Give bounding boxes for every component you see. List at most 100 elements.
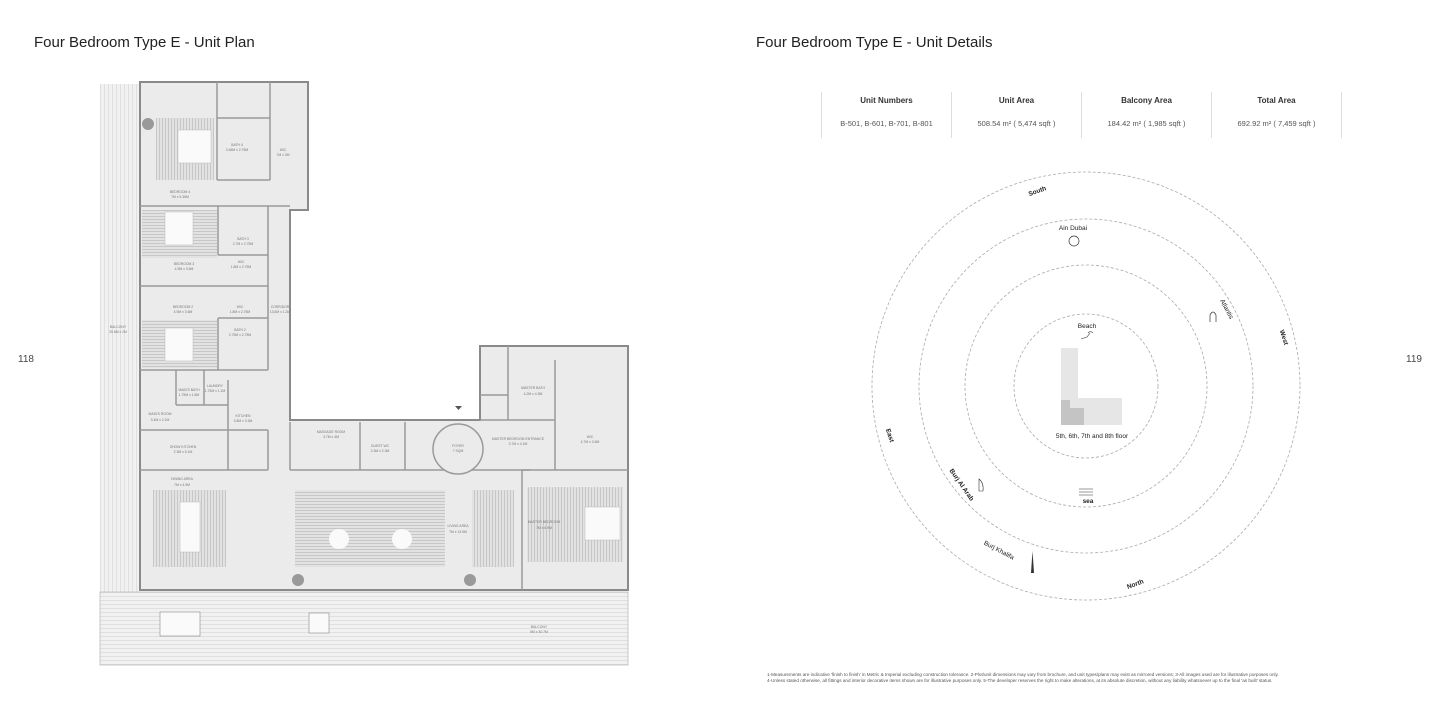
- header-balcony-area: Balcony Area: [1081, 92, 1212, 108]
- room-dims: 4.7M x 3.6M: [581, 440, 600, 444]
- room-dims: 1.75M x 1.1M: [205, 389, 226, 393]
- building-footprint: [1061, 348, 1122, 425]
- room-label: BALCONY: [110, 325, 127, 329]
- outdoor-dining-icon: [159, 611, 201, 637]
- landmark-sea: sea: [1083, 498, 1094, 505]
- room-label: MAID'S BATH: [178, 388, 200, 392]
- room-label: MAID'S ROOM: [149, 412, 172, 416]
- planter-icon: [464, 574, 476, 586]
- interior-walls: [140, 82, 628, 590]
- room-label: BEDROOM 2: [173, 305, 193, 309]
- room-label: MASTER BATH: [521, 386, 545, 390]
- floor-plan: BEDROOM 47M x 5.36M BATH 43.46M x 2.75M …: [99, 81, 629, 666]
- room-dims: 3.8M x 3.3M: [234, 419, 253, 423]
- room-dims: 5M x 30.7M: [530, 630, 548, 634]
- room-label: BEDROOM 4: [170, 190, 190, 194]
- room-label: GUEST WC: [371, 444, 390, 448]
- ring-outer: [871, 171, 1301, 601]
- beach-umbrella-icon: [1080, 331, 1094, 340]
- value-total-area: 692.92 m² ( 7,459 sqft ): [1211, 108, 1342, 138]
- room-dims: 3.4M x 2.1M: [151, 418, 170, 422]
- ring-2: [918, 218, 1254, 554]
- value-unit-numbers: B-501, B-601, B-701, B-801: [821, 108, 952, 138]
- room-dims: 7M x 2M: [277, 153, 290, 157]
- room-dims: 7M x 14.9M: [449, 530, 467, 534]
- burj-khalifa-icon: [1031, 551, 1034, 573]
- bed-icon: [177, 129, 212, 164]
- foyer-rotunda: [432, 423, 484, 475]
- room-labels: BEDROOM 47M x 5.36M BATH 43.46M x 2.75M …: [109, 143, 599, 634]
- room-dims: 7M x 5.36M: [171, 195, 189, 199]
- room-label: LIVING AREA: [447, 524, 469, 528]
- room-dims: 2.3M x 5.1M: [174, 450, 193, 454]
- direction-west: West: [1278, 329, 1290, 347]
- room-label: FOYER: [452, 444, 464, 448]
- floor-label: 5th, 6th, 7th and 8th floor: [1056, 433, 1129, 440]
- header-total-area: Total Area: [1211, 92, 1342, 108]
- waves-icon: [1079, 488, 1093, 496]
- unit-highlight: [1061, 400, 1084, 425]
- room-dims: 3.7M x 4.1M: [509, 442, 528, 446]
- page-number-left: 118: [18, 354, 34, 365]
- room-dims: 3.46M x 2.75M: [226, 148, 249, 152]
- room-dims: 13.6M x 1.2M: [270, 310, 291, 314]
- footnote-line-1: 1-Measurements are indicative 'finish to…: [767, 672, 1279, 677]
- direction-north: North: [1126, 578, 1145, 591]
- ferris-wheel-icon: [1068, 235, 1080, 247]
- entrance-marker-icon: [455, 406, 462, 410]
- room-dims: 3.7M x 4M: [323, 435, 339, 439]
- plan-title: Four Bedroom Type E - Unit Plan: [34, 34, 255, 51]
- bed-icon: [164, 211, 194, 246]
- room-label: CORRIDOR: [271, 305, 290, 309]
- details-title: Four Bedroom Type E - Unit Details: [756, 34, 993, 51]
- coffee-table-icon: [392, 529, 412, 549]
- room-dims: 4.9M x 3.6M: [174, 310, 193, 314]
- room-dims: 1.8M x 2.75M: [230, 310, 251, 314]
- room-label: WIC: [238, 260, 245, 264]
- ring-inner: [1013, 313, 1159, 459]
- room-label: DINING AREA: [171, 477, 194, 481]
- unit-details-table: Unit Numbers Unit Area Balcony Area Tota…: [821, 92, 1342, 138]
- direction-south: South: [1028, 185, 1048, 198]
- room-dims: 2.3M x 2.3M: [371, 449, 390, 453]
- room-label: BATH 3: [237, 237, 249, 241]
- landmark-atlantis: Atlantis: [1218, 298, 1235, 321]
- room-dims: 1.75M x 1.8M: [179, 393, 200, 397]
- coffee-table-icon: [329, 529, 349, 549]
- room-label: KITCHEN: [236, 414, 251, 418]
- side-balcony-deck: [100, 84, 140, 592]
- room-label: BALCONY: [531, 625, 548, 629]
- value-balcony-area: 184.42 m² ( 1,985 sqft ): [1081, 108, 1212, 138]
- room-label: SHOW KITCHEN: [170, 445, 197, 449]
- room-dims: 7 SQM: [453, 449, 464, 453]
- rug: [472, 490, 514, 567]
- planter-icon: [142, 118, 154, 130]
- landmark-burj-al-arab: Burj Al Arab: [948, 468, 975, 503]
- page-number-right: 119: [1406, 354, 1422, 365]
- atlantis-icon: [1209, 311, 1217, 322]
- bed-icon: [164, 327, 194, 362]
- room-dims: 4.9M x 3.6M: [175, 267, 194, 271]
- ring-3: [964, 264, 1208, 508]
- room-dims: 7M x 6.9M: [536, 526, 552, 530]
- room-dims: 25.8M x 2M: [109, 330, 127, 334]
- header-unit-numbers: Unit Numbers: [821, 92, 952, 108]
- dining-table-icon: [179, 501, 201, 553]
- room-dims: 2.75M x 2.75M: [229, 333, 252, 337]
- outdoor-table-icon: [308, 612, 330, 634]
- room-label: MASTER BEDROOM: [528, 520, 561, 524]
- room-label: BEDROOM 3: [174, 262, 194, 266]
- rug: [295, 490, 445, 567]
- room-dims: 7M x 4.9M: [174, 483, 190, 487]
- landmark-burj-khalifa: Burj Khalifa: [982, 540, 1015, 562]
- direction-east: East: [884, 428, 895, 444]
- room-label: MASTER BEDROOM ENTRANCE: [492, 437, 545, 441]
- room-dims: 4.2M x 4.3M: [524, 392, 543, 396]
- room-dims: 1.8M x 2.75M: [231, 265, 252, 269]
- room-label: LAUNDRY: [207, 384, 224, 388]
- room-label: WIC: [237, 305, 244, 309]
- room-label: WIC: [587, 435, 594, 439]
- room-label: WIC: [280, 148, 287, 152]
- room-label: MASSAGE ROOM: [317, 430, 345, 434]
- header-unit-area: Unit Area: [951, 92, 1082, 108]
